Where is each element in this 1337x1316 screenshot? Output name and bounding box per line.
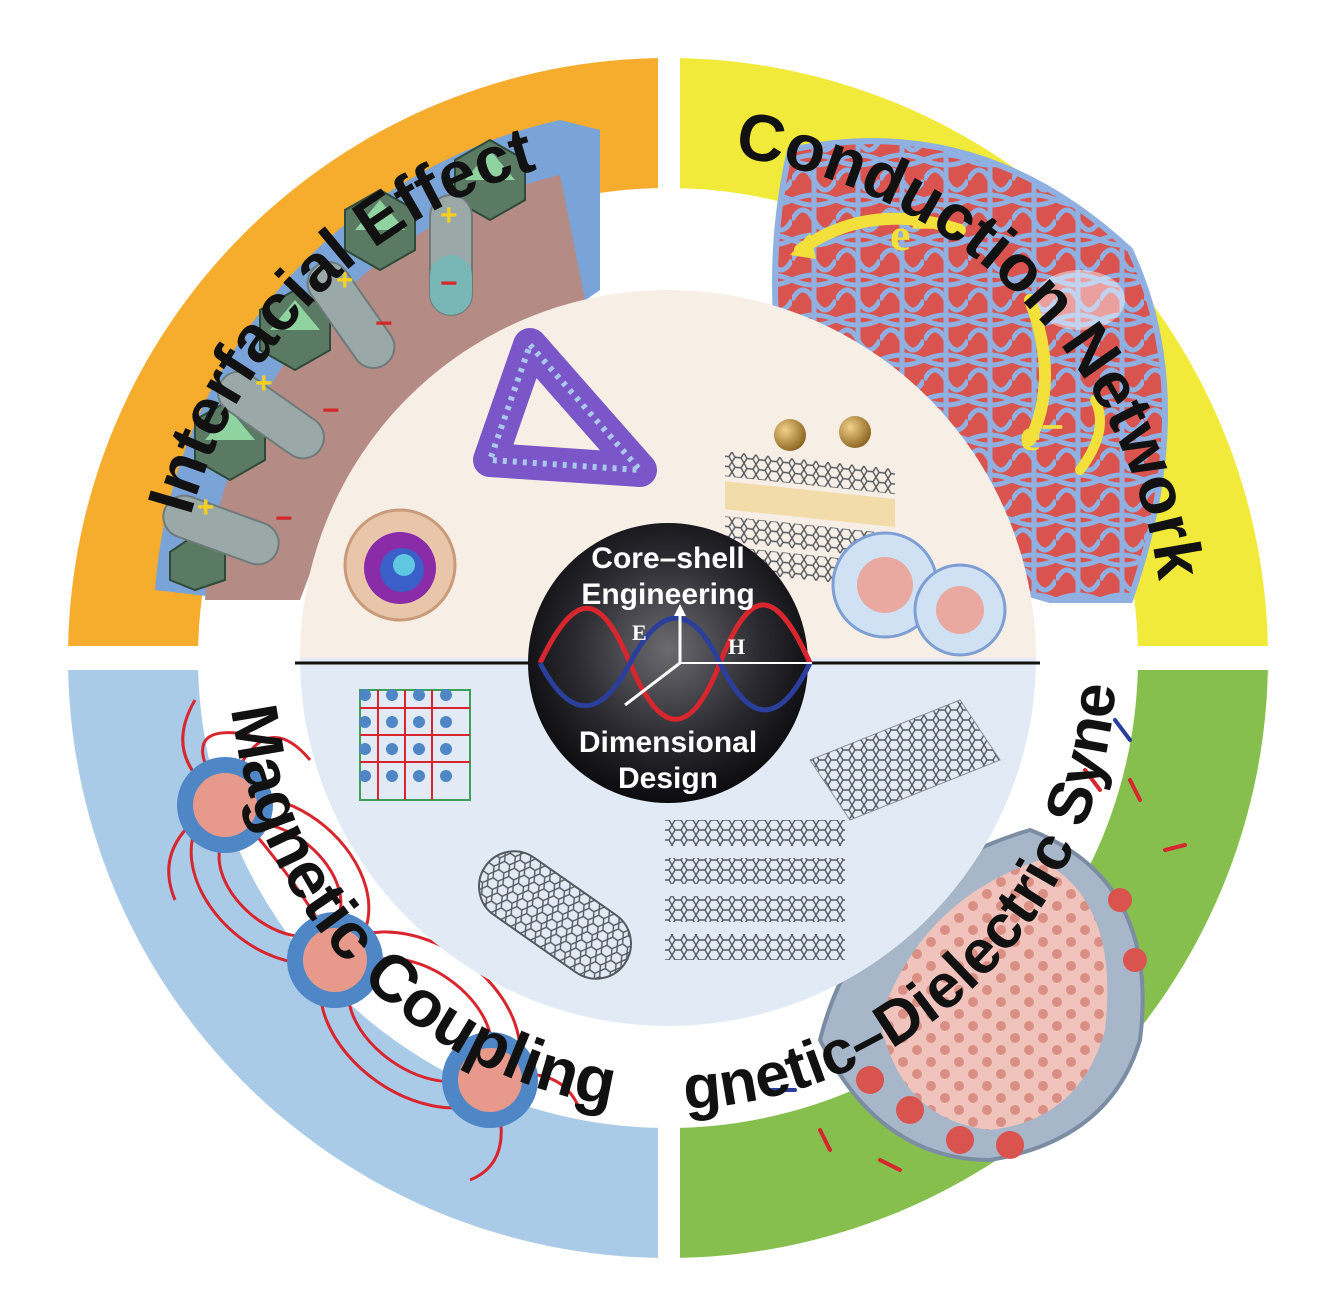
graphene-sheet bbox=[809, 699, 1001, 821]
electron-label: e⁻ bbox=[1020, 409, 1065, 460]
stacked-nanosheets bbox=[665, 820, 845, 960]
core-shell-label-line1: Core–shell bbox=[591, 542, 744, 575]
yolk-shell-pair bbox=[831, 531, 1007, 657]
dimensional-label-line2: Design bbox=[618, 762, 718, 795]
dimensional-illustrations bbox=[359, 689, 1001, 980]
electron-label: e⁻ bbox=[890, 209, 935, 260]
minus-sign: − bbox=[275, 502, 293, 535]
plus-sign: + bbox=[440, 199, 458, 232]
carbon-nanotube bbox=[478, 850, 632, 980]
charged-rods bbox=[162, 194, 473, 566]
dipole-arrows bbox=[768, 718, 1187, 1172]
minus-sign: − bbox=[440, 267, 458, 300]
magnetic-particle bbox=[442, 1032, 538, 1128]
magnetic-wave bbox=[537, 615, 813, 713]
interfacial-illustration: + − + − + − + − bbox=[155, 120, 600, 600]
plus-sign: + bbox=[255, 367, 273, 400]
plus-sign: + bbox=[197, 491, 215, 524]
center-core-circle: E H Core–shell Engineering Dimensional D… bbox=[528, 523, 813, 803]
minus-sign: − bbox=[375, 307, 393, 340]
field-e-label: E bbox=[632, 620, 647, 645]
plus-sign: + bbox=[336, 264, 354, 297]
minus-sign: − bbox=[322, 394, 340, 427]
magnetic-particle bbox=[287, 912, 383, 1008]
core-shell-label-line2: Engineering bbox=[581, 578, 754, 611]
core-shell-sphere bbox=[343, 508, 457, 622]
core-shell-illustrations bbox=[343, 328, 1007, 657]
electric-wave bbox=[537, 602, 813, 722]
dielectric-dots bbox=[856, 888, 1147, 1159]
crystal-lattice bbox=[359, 689, 471, 801]
charge-signs: + − + − + − + − bbox=[197, 199, 458, 535]
dimensional-label-line1: Dimensional bbox=[579, 726, 757, 759]
magnetic-particle bbox=[177, 757, 273, 853]
triangular-framework bbox=[473, 328, 657, 487]
field-h-label: H bbox=[728, 634, 745, 659]
